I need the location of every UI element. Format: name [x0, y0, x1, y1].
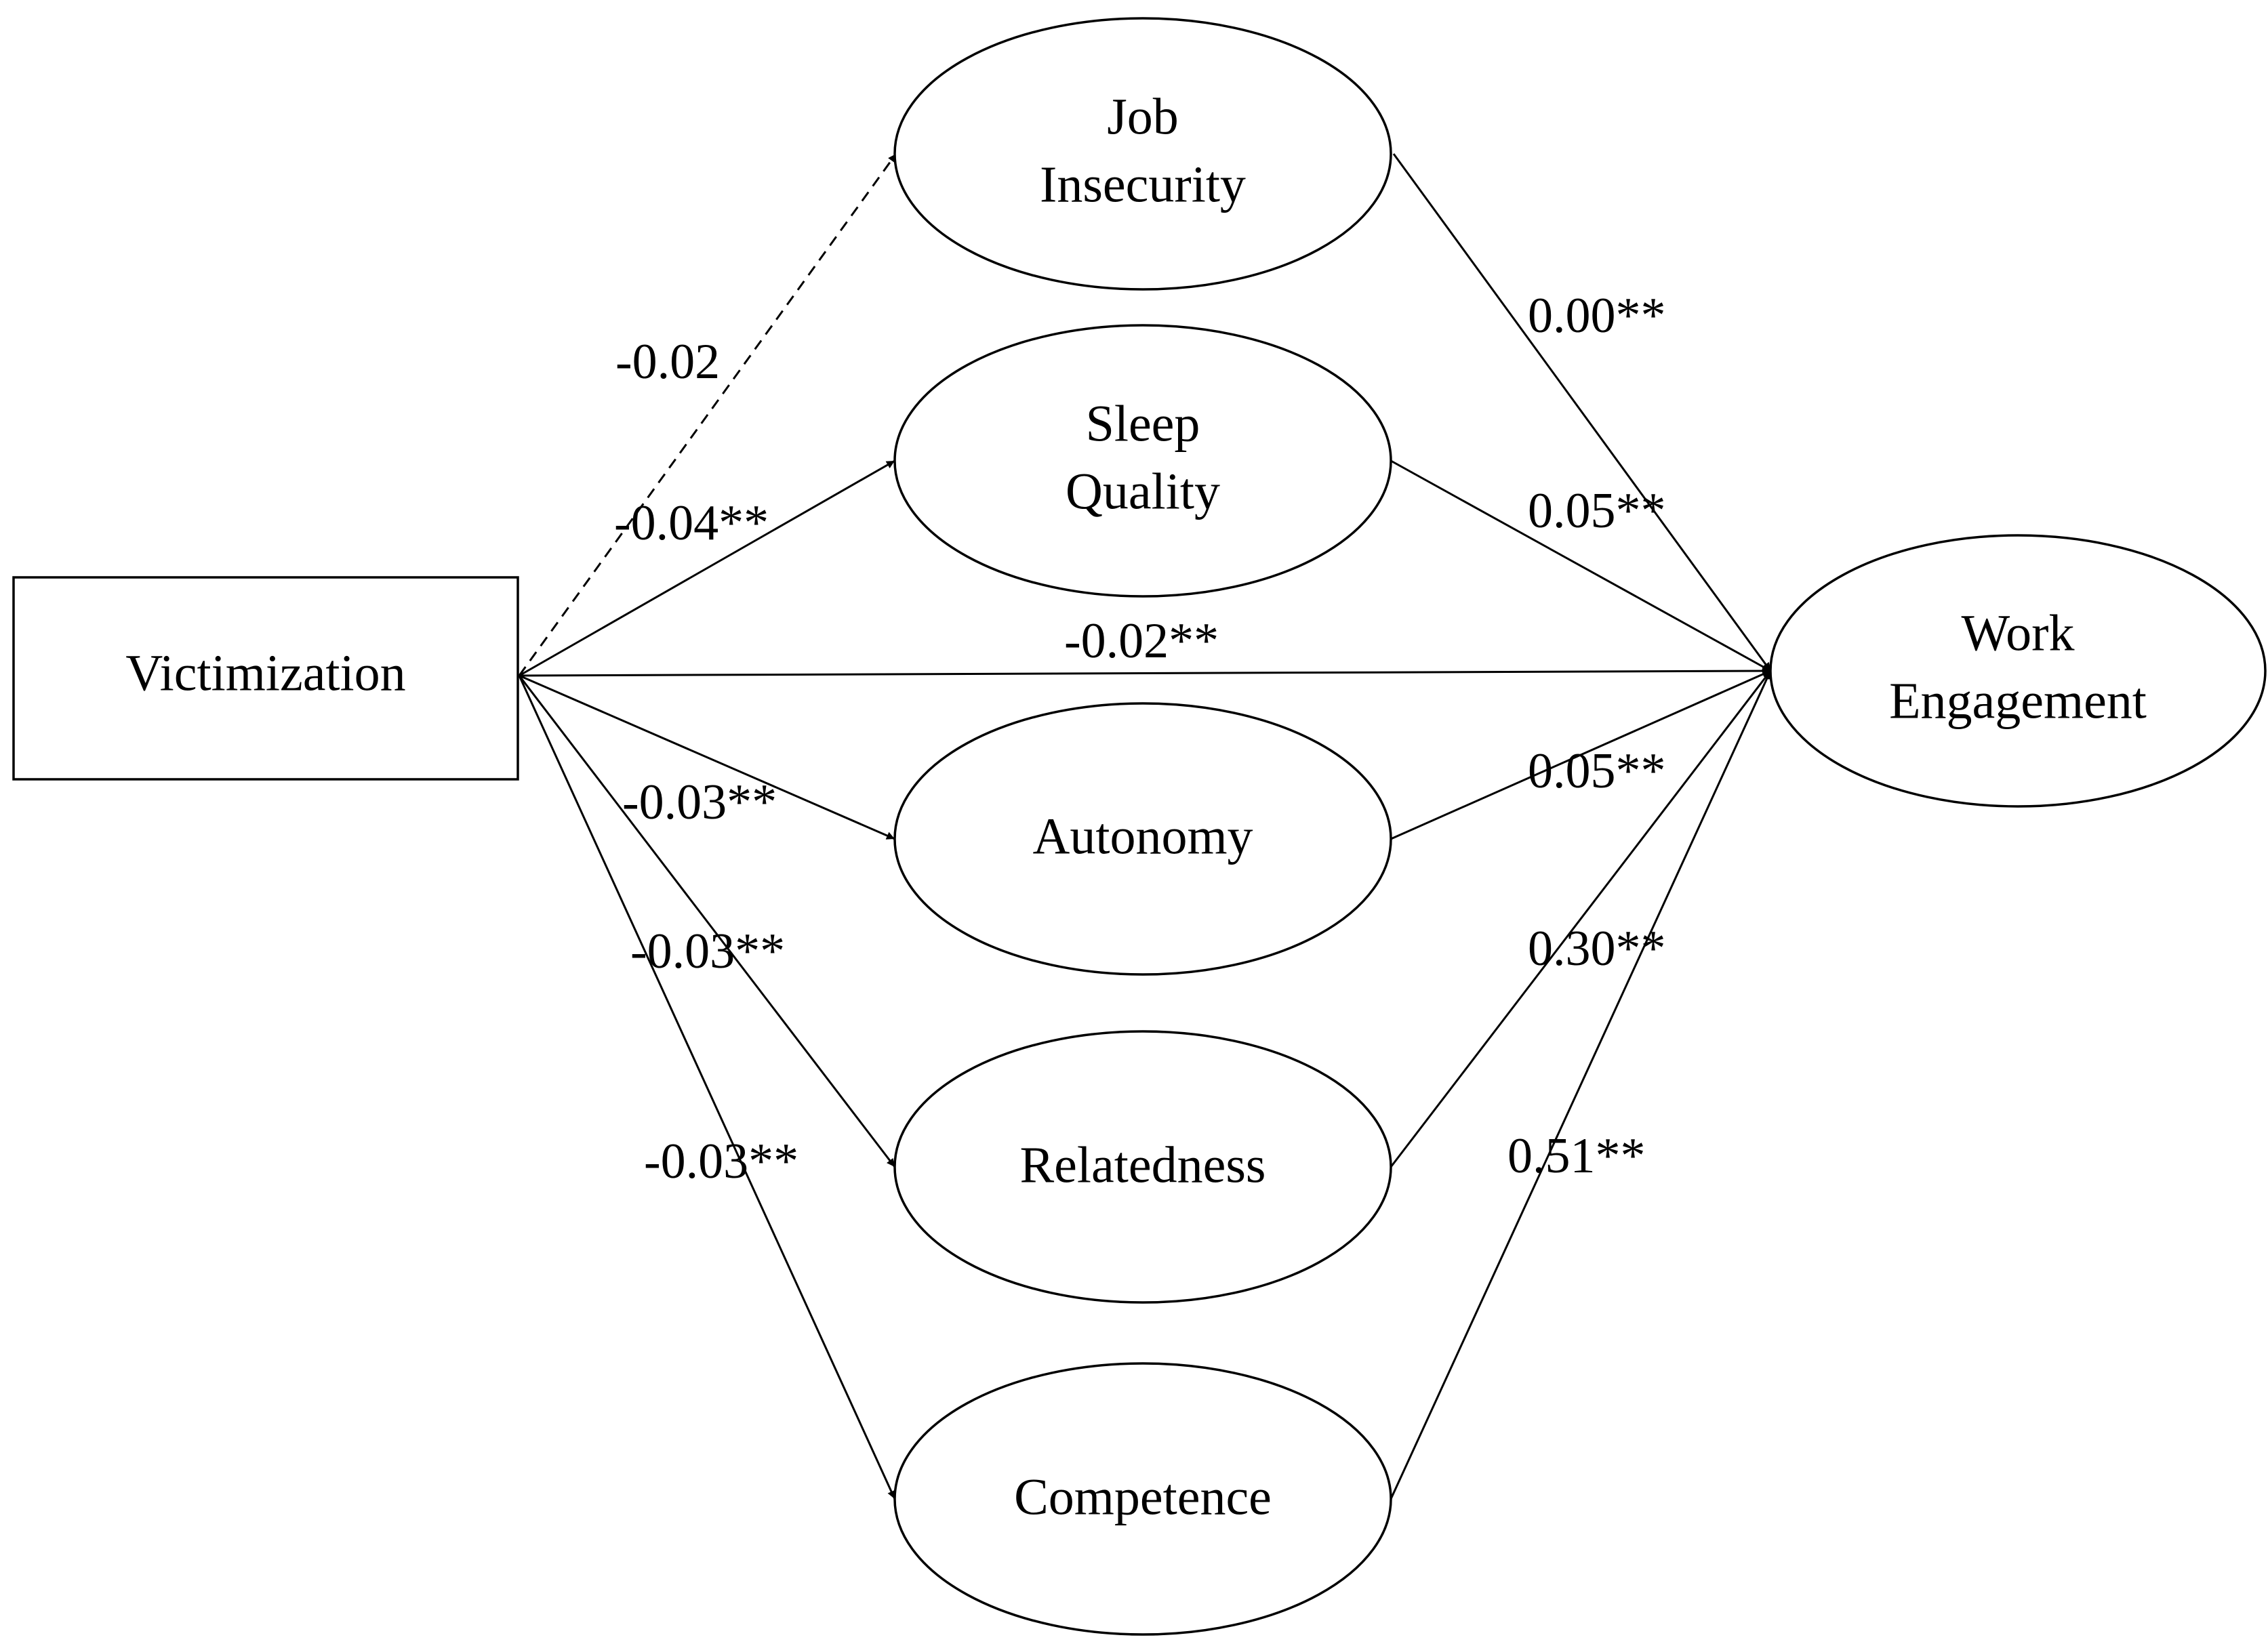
node-competence: Competence: [893, 1362, 1392, 1636]
path-victimization-to-autonomy: [519, 674, 895, 840]
path-job-insecurity-to-work-engagement: [1392, 153, 1772, 672]
node-work-engagement: Work Engagement: [1769, 534, 2267, 808]
node-autonomy-label: Autonomy: [1032, 808, 1253, 865]
path-sleep-quality-to-work-engagement: [1390, 459, 1771, 672]
node-relatedness: Relatedness: [893, 1030, 1392, 1304]
node-job-insecurity: Job Insecurity: [893, 17, 1392, 291]
node-victimization: Victimization: [12, 576, 519, 781]
node-sleep-quality-label-line1: Sleep: [1086, 395, 1200, 452]
path-victimization-to-job-insecurity: [518, 153, 897, 676]
path-relatedness-to-work-engagement: [1390, 670, 1772, 1168]
node-victimization-label: Victimization: [125, 644, 405, 701]
path-autonomy-to-work-engagement: [1390, 670, 1771, 840]
path-victimization-to-work-engagement: [519, 667, 1771, 677]
coef-victimization-to-job-insecurity: -0.02: [615, 334, 720, 390]
coef-victimization-to-competence: -0.03**: [644, 1134, 798, 1189]
coef-autonomy-to-work-engagement: 0.05**: [1528, 743, 1666, 799]
path-victimization-to-sleep-quality: [519, 459, 895, 677]
node-competence-label: Competence: [1014, 1468, 1272, 1525]
path-victimization-to-relatedness: [518, 675, 896, 1168]
node-sleep-quality: Sleep Quality: [893, 324, 1392, 598]
coef-relatedness-to-work-engagement: 0.30**: [1528, 921, 1666, 976]
node-job-insecurity-label-line2: Insecurity: [1040, 156, 1246, 213]
coef-victimization-to-autonomy: -0.03**: [622, 775, 777, 830]
node-sleep-quality-label-line2: Quality: [1066, 463, 1220, 520]
coef-victimization-to-sleep-quality: -0.04**: [614, 495, 769, 551]
node-autonomy: Autonomy: [893, 702, 1392, 976]
coef-victimization-to-relatedness: -0.03**: [630, 924, 785, 979]
coef-sleep-quality-to-work-engagement: 0.05**: [1528, 483, 1666, 539]
path-victimization-to-competence: [518, 675, 896, 1500]
node-work-engagement-label-line2: Engagement: [1889, 672, 2147, 729]
coef-job-insecurity-to-work-engagement: 0.00**: [1528, 288, 1666, 344]
node-relatedness-label: Relatedness: [1019, 1136, 1265, 1193]
node-work-engagement-label-line1: Work: [1962, 604, 2075, 661]
coef-competence-to-work-engagement: 0.51**: [1507, 1128, 1646, 1184]
path-competence-to-work-engagement: [1390, 670, 1772, 1500]
coef-victimization-to-work-engagement: -0.02**: [1064, 613, 1219, 669]
node-job-insecurity-label-line1: Job: [1107, 88, 1179, 145]
